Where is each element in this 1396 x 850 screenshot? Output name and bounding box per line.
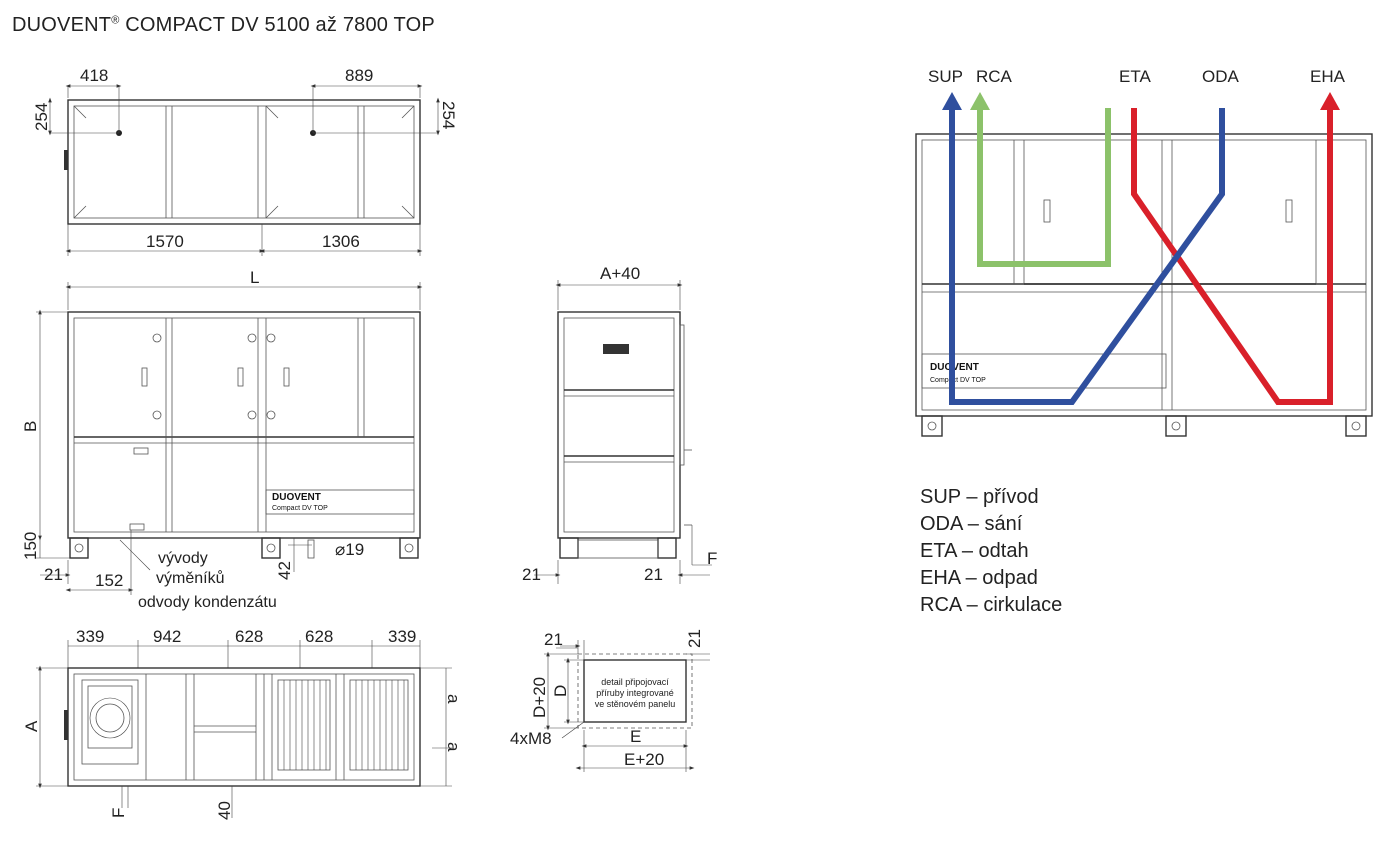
detail-note-2: příruby integrované <box>596 688 674 698</box>
dim-150: 150 <box>21 532 40 560</box>
schematic-brand-sub: Compact DV TOP <box>930 377 986 384</box>
dim-F-bottom: F <box>109 808 128 818</box>
dim-1570: 1570 <box>146 232 184 251</box>
flange-detail: detail připojovací příruby integrované v… <box>510 629 710 772</box>
dim-942: 942 <box>153 627 181 646</box>
dim-a-top: a <box>444 694 463 704</box>
side-view: A+40 21 21 F <box>522 264 717 584</box>
dim-B: B <box>21 421 40 432</box>
legend-item-rca: RCA – cirkulace <box>920 594 1063 616</box>
front-brand-sub: Compact DV TOP <box>272 505 328 512</box>
dim-1306: 1306 <box>322 232 360 251</box>
dim-42: 42 <box>275 561 294 580</box>
dim-phi19: ⌀19 <box>335 540 364 559</box>
dim-418: 418 <box>80 66 108 85</box>
dim-D20: D+20 <box>530 677 549 718</box>
legend-item-eha: EHA – odpad <box>920 567 1038 589</box>
dim-21-side-right: 21 <box>644 565 663 584</box>
dim-40: 40 <box>215 801 234 820</box>
dim-E20: E+20 <box>624 750 664 769</box>
dim-A: A <box>22 720 41 732</box>
dim-F-side: F <box>707 549 717 568</box>
legend-item-eta: ETA – odtah <box>920 540 1029 562</box>
dim-21-detail-right: 21 <box>685 629 704 648</box>
tag-RCA: RCA <box>976 67 1013 86</box>
label-odvody-kondenzatu: odvody kondenzátu <box>138 594 277 611</box>
tag-ETA: ETA <box>1119 67 1151 86</box>
legend-item-sup: SUP – přívod <box>920 486 1039 508</box>
page-title: DUOVENT® COMPACT DV 5100 až 7800 TOP <box>12 14 435 36</box>
dim-E: E <box>630 727 641 746</box>
dim-L: L <box>250 268 259 287</box>
detail-note-1: detail připojovací <box>601 677 669 687</box>
legend-item-oda: ODA – sání <box>920 513 1023 535</box>
dim-254-right: 254 <box>439 101 458 129</box>
dim-628a: 628 <box>235 627 263 646</box>
dim-339b: 339 <box>388 627 416 646</box>
tag-EHA: EHA <box>1310 67 1346 86</box>
label-vymeniku: výměníků <box>156 569 224 587</box>
dim-21-side-left: 21 <box>522 565 541 584</box>
dim-21-detail-top: 21 <box>544 630 563 649</box>
bottom-view: 339 942 628 628 339 <box>22 627 463 820</box>
dim-A40: A+40 <box>600 264 640 283</box>
dim-339a: 339 <box>76 627 104 646</box>
tag-SUP: SUP <box>928 67 963 86</box>
dim-889: 889 <box>345 66 373 85</box>
top-view: 418 889 254 254 1570 1306 <box>32 66 458 256</box>
dim-254-left: 254 <box>32 103 51 131</box>
dim-152: 152 <box>95 571 123 590</box>
legend: SUP – přívod ODA – sání ETA – odtah EHA … <box>920 484 1062 619</box>
label-4xM8: 4xM8 <box>510 729 552 748</box>
front-view: L DUOVENT Compact DV TOP B 150 <box>21 268 423 611</box>
label-vyvody: vývody <box>158 550 208 567</box>
front-brand: DUOVENT <box>272 492 321 503</box>
airflow-schematic: DUOVENT Compact DV TOP SUP RCA ETA ODA E… <box>915 67 1373 437</box>
dim-21-front: 21 <box>44 565 63 584</box>
dim-D: D <box>551 685 570 697</box>
dim-a-bottom: a <box>444 742 463 752</box>
detail-note-3: ve stěnovém panelu <box>595 699 676 709</box>
dim-628b: 628 <box>305 627 333 646</box>
tag-ODA: ODA <box>1202 67 1240 86</box>
